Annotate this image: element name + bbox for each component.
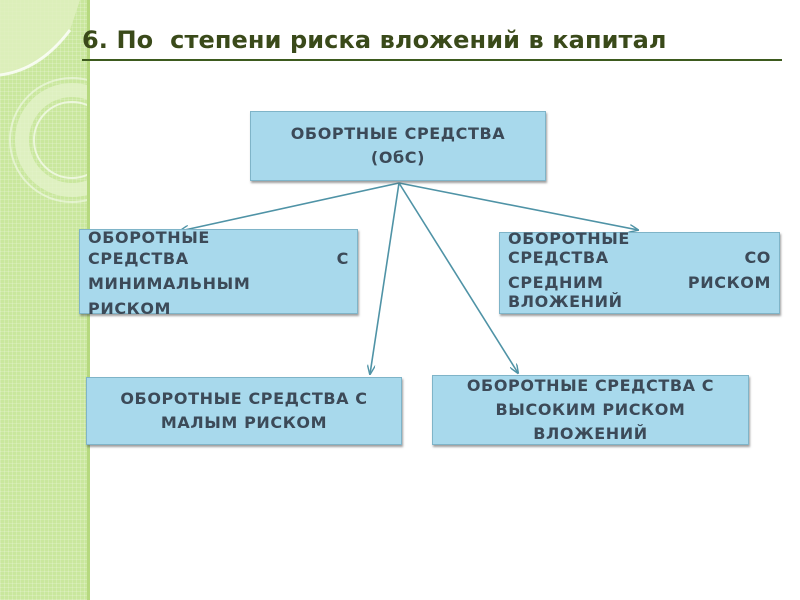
node-minimal-risk: ОБОРОТНЫЕ СРЕДСТВА С МИНИМАЛЬНЫМ РИСКОМ (79, 228, 358, 318)
arrow-to-high (398, 182, 518, 373)
node-medium-risk-line-2: СРЕДСТВА СО (508, 248, 771, 267)
root-node-label-line-2: (ОбС) (370, 148, 426, 167)
decorative-sidebar (0, 0, 90, 600)
node-medium-risk-line-4: ВЛОЖЕНИЙ (508, 292, 623, 311)
arrow-to-small (370, 182, 400, 374)
arrow-to-minimal (180, 182, 400, 231)
node-high-risk-line-1: ОБОРОТНЫЕ СРЕДСТВА С (466, 376, 715, 395)
node-high-risk-line-2: ВЫСОКИМ РИСКОМ (495, 400, 686, 419)
sidebar-leaf-shape (0, 0, 80, 75)
node-minimal-risk-line-2: СРЕДСТВА С (88, 249, 349, 268)
sidebar-decoration (0, 0, 90, 203)
slide-title: 6. По степени риска вложений в капитал (82, 26, 667, 54)
node-small-risk: ОБОРОТНЫЕ СРЕДСТВА С МАЛЫМ РИСКОМ (86, 377, 402, 445)
root-node-label-line-1: ОБОРТНЫЕ СРЕДСТВА (290, 124, 506, 143)
root-node-current-assets: ОБОРТНЫЕ СРЕДСТВА (ОбС) (250, 111, 546, 181)
title-underline (82, 59, 782, 61)
node-medium-risk-line-3: СРЕДНИМ РИСКОМ (508, 273, 771, 292)
arrow-to-medium (398, 182, 638, 230)
node-medium-risk: ОБОРОТНЫЕ СРЕДСТВА СО СРЕДНИМ РИСКОМ ВЛО… (499, 229, 780, 314)
node-high-risk: ОБОРОТНЫЕ СРЕДСТВА С ВЫСОКИМ РИСКОМ ВЛОЖ… (432, 375, 749, 445)
sidebar-ring-inner (33, 101, 90, 179)
node-medium-risk-line-1: ОБОРОТНЫЕ (508, 229, 630, 248)
node-minimal-risk-line-3: МИНИМАЛЬНЫМ (88, 274, 251, 293)
node-small-risk-line-1: ОБОРОТНЫЕ СРЕДСТВА С (120, 389, 368, 408)
node-high-risk-line-3: ВЛОЖЕНИЙ (533, 424, 648, 443)
node-minimal-risk-line-4: РИСКОМ (88, 299, 172, 318)
node-minimal-risk-line-1: ОБОРОТНЫЕ (88, 228, 210, 247)
sidebar-ring-outer (15, 83, 90, 197)
node-small-risk-line-2: МАЛЫМ РИСКОМ (160, 413, 328, 432)
